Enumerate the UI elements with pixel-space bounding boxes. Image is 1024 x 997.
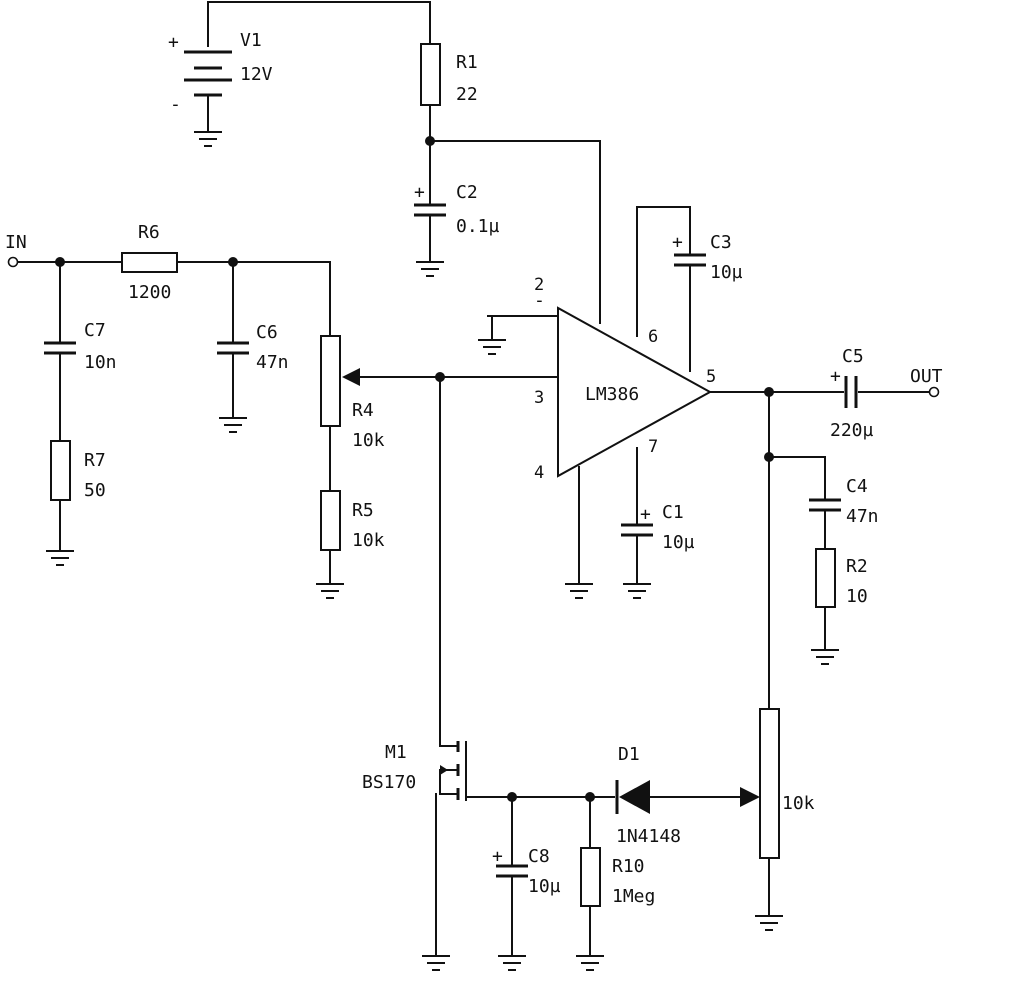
c4-value: 47n: [846, 506, 879, 527]
c3-plus: +: [672, 232, 683, 253]
c8-plus: +: [492, 846, 503, 867]
c1-plus: +: [640, 504, 651, 525]
c2-plus: +: [414, 182, 425, 203]
diode-d1: D1 1N4148: [615, 744, 760, 847]
c2-value: 0.1µ: [456, 216, 500, 237]
pin-6-label: 6: [648, 327, 658, 347]
v1-value: 12V: [240, 64, 273, 85]
c1-ref: C1: [662, 502, 684, 523]
r5-ref: R5: [352, 500, 374, 521]
pot-value: 10k: [782, 793, 815, 814]
r10-ref: R10: [612, 856, 645, 877]
c8-ref: C8: [528, 846, 550, 867]
output-port-label: OUT: [910, 366, 943, 387]
capacitor-c6: C6 47n: [217, 261, 289, 433]
c5-plus: +: [830, 366, 841, 387]
c8-value: 10µ: [528, 876, 561, 897]
input-port-label: IN: [5, 232, 27, 253]
m1-ref: M1: [385, 742, 407, 763]
resistor-r7: R7 50: [46, 440, 106, 566]
op-amp-lm386: LM386 2 - 3 4 5 6 7: [478, 275, 716, 599]
m1-value: BS170: [362, 772, 416, 793]
supply-to-pin6: [429, 140, 601, 324]
r6-value: 1200: [128, 282, 171, 303]
c7-value: 10n: [84, 352, 117, 373]
resistor-r10: R10 1Meg: [576, 792, 655, 971]
c4-ref: C4: [846, 476, 868, 497]
c7-ref: C7: [84, 320, 106, 341]
r4-ref: R4: [352, 400, 374, 421]
c5-ref: C5: [842, 346, 864, 367]
capacitor-c4-resistor-r2: C4 47n R2 10: [764, 391, 879, 710]
v1-minus: -: [170, 94, 181, 115]
potentiometer-r4: R4 10k: [320, 335, 559, 492]
junction-dot: [425, 136, 435, 146]
c3-ref: C3: [710, 232, 732, 253]
pin-5-label: 5: [706, 367, 716, 387]
opamp-label: LM386: [585, 384, 639, 405]
capacitor-c8: + C8 10µ: [492, 792, 561, 971]
r10-value: 1Meg: [612, 886, 655, 907]
pin-2-minus: -: [534, 290, 545, 311]
capacitor-c3: + C3 10µ: [636, 206, 743, 372]
r6-ref: R6: [138, 222, 160, 243]
r1-value: 22: [456, 84, 478, 105]
pin-3-label: 3: [534, 388, 544, 408]
c6-value: 47n: [256, 352, 289, 373]
r4-value: 10k: [352, 430, 385, 451]
input-network: IN R6 1200: [5, 222, 331, 337]
pin-2-label: 2: [534, 275, 544, 295]
v1-plus: +: [168, 32, 179, 53]
pin-4-label: 4: [534, 463, 544, 483]
capacitor-c1: + C1 10µ: [621, 447, 695, 599]
r7-value: 50: [84, 480, 106, 501]
c5-value: 220µ: [830, 420, 874, 441]
r1-ref: R1: [456, 52, 478, 73]
c3-value: 10µ: [710, 262, 743, 283]
mosfet-m1: M1 BS170: [362, 376, 615, 971]
r5-value: 10k: [352, 530, 385, 551]
d1-value: 1N4148: [616, 826, 681, 847]
r7-ref: R7: [84, 450, 106, 471]
r2-ref: R2: [846, 556, 868, 577]
c1-value: 10µ: [662, 532, 695, 553]
resistor-r1: R1 22: [420, 43, 478, 142]
capacitor-c2: + C2 0.1µ: [414, 140, 500, 277]
v1-ref: V1: [240, 30, 262, 51]
resistor-r5: R5 10k: [316, 490, 385, 599]
pin-7-label: 7: [648, 437, 658, 457]
battery-v1: + - V1 12V: [168, 1, 431, 147]
r2-value: 10: [846, 586, 868, 607]
capacitor-c5: + C5 220µ OUT: [709, 346, 943, 441]
capacitor-c7: C7 10n: [44, 261, 117, 442]
potentiometer-10k: 10k: [755, 708, 815, 931]
d1-ref: D1: [618, 744, 640, 765]
c2-ref: C2: [456, 182, 478, 203]
c6-ref: C6: [256, 322, 278, 343]
